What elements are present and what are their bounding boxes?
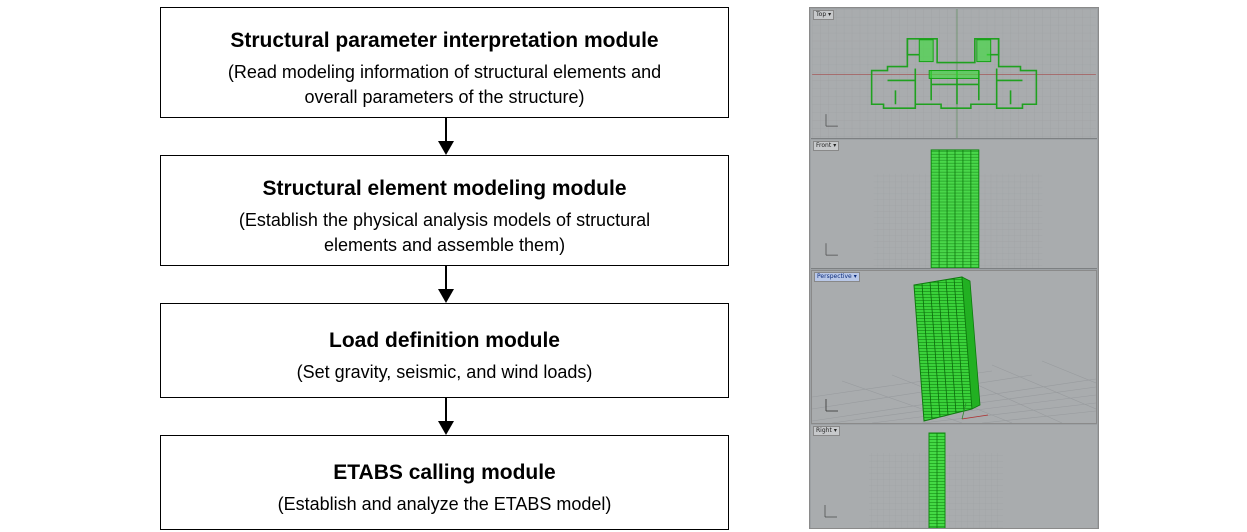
viewport-perspective[interactable]: Perspective▾: [811, 270, 1097, 424]
dropdown-arrow-icon[interactable]: ▾: [828, 11, 832, 18]
module-description-line: (Set gravity, seismic, and wind loads): [296, 362, 593, 382]
module-box-structural-parameter-interpretation: Structural parameter interpretation modu…: [160, 7, 729, 118]
building-perspective: [913, 276, 981, 422]
arrow-shaft: [445, 398, 447, 422]
model-viewports-panel: Top▾: [809, 7, 1099, 529]
viewport-tab-label: Front: [816, 142, 832, 149]
viewport-tab-label: Perspective: [817, 273, 852, 280]
viewport-tab-front[interactable]: Front▾: [813, 141, 840, 151]
module-description-line: elements and assemble them): [323, 235, 566, 255]
dropdown-arrow-icon[interactable]: ▾: [833, 427, 837, 434]
core-walls: [918, 39, 992, 79]
viewport-tab-label: Right: [816, 427, 832, 434]
axis-gizmo: [825, 243, 838, 256]
arrow-shaft: [445, 266, 447, 290]
axis-gizmo: [825, 114, 838, 127]
axis-gizmo: [825, 399, 989, 420]
right-view-drawing: [824, 432, 1003, 528]
module-description-line: (Establish the physical analysis models …: [238, 210, 651, 230]
front-view-drawing: [825, 149, 1043, 268]
module-title: Structural element modeling module: [262, 177, 627, 200]
module-description-line: (Establish and analyze the ETABS model): [277, 494, 612, 514]
dropdown-arrow-icon[interactable]: ▾: [833, 142, 837, 149]
viewport-tab-perspective[interactable]: Perspective▾: [814, 272, 860, 282]
module-title: Structural parameter interpretation modu…: [230, 29, 659, 52]
viewport-tab-right[interactable]: Right▾: [813, 426, 840, 436]
module-title: Load definition module: [329, 329, 560, 352]
viewport-tab-top[interactable]: Top▾: [813, 10, 835, 20]
module-title: ETABS calling module: [333, 461, 556, 484]
viewport-front[interactable]: Front▾: [811, 140, 1097, 269]
arrow-head: [438, 289, 454, 303]
arrow-head: [438, 421, 454, 435]
arrow-head: [438, 141, 454, 155]
viewport-right[interactable]: Right▾: [811, 425, 1097, 528]
top-view-drawing: [812, 9, 1096, 138]
dropdown-arrow-icon[interactable]: ▾: [853, 273, 857, 280]
flow-arrow-down: [438, 398, 454, 435]
building-front-elevation: [930, 149, 980, 268]
flow-arrow-down: [438, 266, 454, 303]
perspective-view-drawing: [812, 276, 1096, 423]
flow-arrow-down: [438, 118, 454, 155]
module-box-etabs-calling: ETABS calling module (Establish and anal…: [160, 435, 729, 530]
module-description-line: overall parameters of the structure): [304, 87, 585, 107]
viewport-top[interactable]: Top▾: [811, 9, 1097, 139]
viewport-tab-label: Top: [816, 11, 827, 18]
building-right-elevation: [928, 432, 946, 528]
axis-gizmo: [824, 505, 837, 518]
arrow-shaft: [445, 118, 447, 142]
module-box-load-definition: Load definition module (Set gravity, sei…: [160, 303, 729, 398]
module-box-structural-element-modeling: Structural element modeling module (Esta…: [160, 155, 729, 266]
module-description-line: (Read modeling information of structural…: [227, 62, 662, 82]
